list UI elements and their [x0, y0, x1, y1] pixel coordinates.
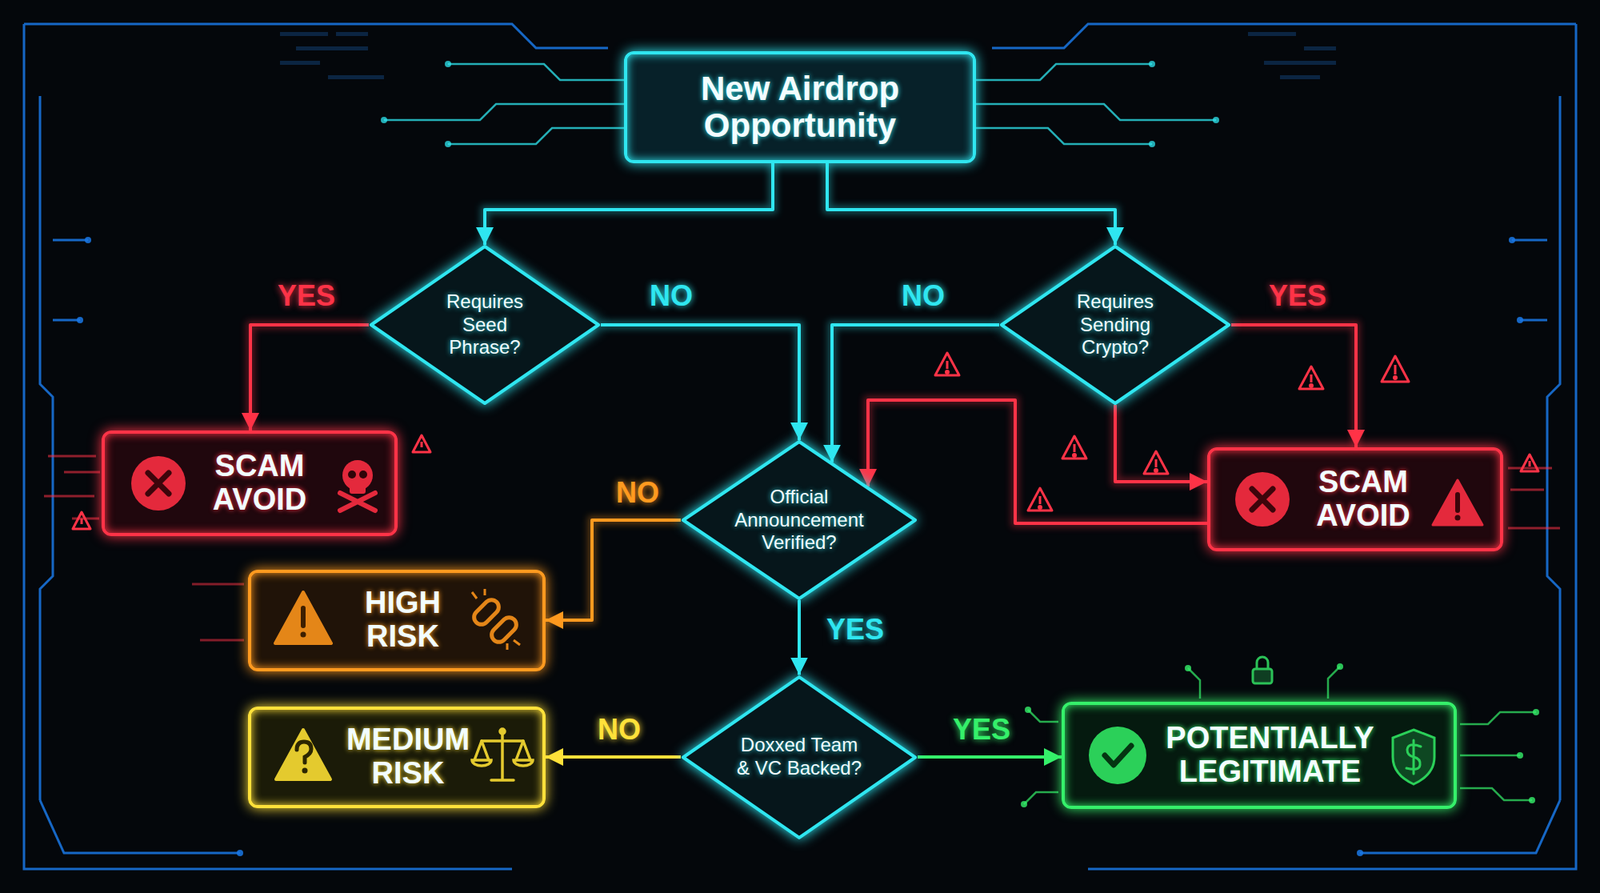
- connector: [545, 520, 681, 620]
- connector: [827, 163, 1116, 245]
- decision-diamond: Official Announcement Verified?: [680, 440, 918, 600]
- connector-group: [832, 324, 1000, 463]
- connector-group: [600, 324, 800, 440]
- connector-glow: [600, 324, 800, 440]
- connector: [797, 600, 801, 676]
- connector-group: [827, 163, 1116, 245]
- connector-group: [545, 520, 681, 620]
- connector-glow: [484, 163, 773, 245]
- box-label: SCAM AVOID: [1302, 465, 1424, 533]
- decision-diamond: Requires Sending Crypto?: [999, 244, 1232, 405]
- edge-label: YES: [274, 280, 339, 312]
- decision-text: Requires Seed Phrase?: [432, 290, 537, 360]
- connector-glow: [1231, 324, 1356, 448]
- diamond-shape: [1001, 246, 1229, 404]
- connector-glow: [545, 752, 681, 761]
- decision-text: Doxxed Team & VC Backed?: [734, 733, 864, 780]
- decision-text: Official Announcement Verified?: [730, 485, 868, 555]
- scam-box: SCAM AVOID: [1207, 447, 1504, 552]
- diamond-shape: [683, 676, 916, 838]
- connector-glow: [545, 520, 681, 620]
- decision-diamond: Requires Seed Phrase?: [368, 244, 601, 405]
- diamond-shape: [683, 441, 916, 599]
- box-label: MEDIUM RISK: [339, 723, 477, 791]
- connector: [917, 755, 1062, 759]
- connector-glow: [827, 163, 1116, 245]
- result-box: POTENTIALLY LEGITIMATE: [1061, 701, 1457, 809]
- connector: [868, 400, 1208, 524]
- connector-glow: [795, 600, 804, 676]
- connector-glow: [868, 400, 1208, 524]
- edge-label: YES: [1265, 280, 1330, 312]
- connector-group: [545, 756, 681, 758]
- edge-label: YES: [823, 613, 888, 646]
- start-box: New Airdrop Opportunity: [624, 51, 976, 164]
- connector-glow: [1115, 404, 1208, 482]
- scam-box: SCAM AVOID: [101, 430, 398, 536]
- trace-ends: [380, 60, 1220, 148]
- connector: [1115, 404, 1208, 482]
- glow-stem: [797, 164, 803, 200]
- decision-text: Requires Sending Crypto?: [1063, 290, 1168, 360]
- connector: [250, 324, 369, 431]
- box-label: HIGH RISK: [347, 586, 459, 654]
- edge-label: NO: [594, 713, 644, 746]
- connector-glow: [250, 324, 369, 431]
- connector-glow: [917, 752, 1062, 761]
- connector-group: [917, 756, 1062, 758]
- title-traces: [384, 64, 1216, 144]
- circuit-dots: [76, 236, 1524, 856]
- connector-group: [250, 324, 369, 431]
- risk-box: HIGH RISK: [248, 569, 546, 672]
- diamond-shape: [371, 246, 599, 404]
- risk-box: MEDIUM RISK: [248, 706, 546, 808]
- connector: [1231, 324, 1356, 448]
- box-label: SCAM AVOID: [196, 449, 323, 517]
- circuit-frame: [24, 24, 1576, 869]
- connector: [600, 324, 800, 440]
- edge-label: NO: [612, 476, 663, 509]
- connector: [484, 163, 773, 245]
- connector: [832, 324, 1000, 463]
- decision-diamond: Doxxed Team & VC Backed?: [680, 675, 918, 840]
- lock-icon: [1252, 656, 1272, 684]
- connector-glow: [832, 324, 1000, 463]
- box-label: POTENTIALLY LEGITIMATE: [1159, 721, 1381, 789]
- edge-label: NO: [646, 280, 696, 312]
- connector-group: [868, 400, 1208, 524]
- connector-group: [484, 163, 773, 245]
- connector-group: [1115, 404, 1208, 482]
- glitch-streaks-2: [192, 584, 244, 640]
- edge-label: YES: [949, 713, 1014, 746]
- connector: [545, 755, 681, 759]
- connector-group: [1231, 324, 1356, 448]
- connector-group: [799, 600, 800, 676]
- box-label: New Airdrop Opportunity: [659, 70, 941, 144]
- edge-label: NO: [898, 280, 948, 312]
